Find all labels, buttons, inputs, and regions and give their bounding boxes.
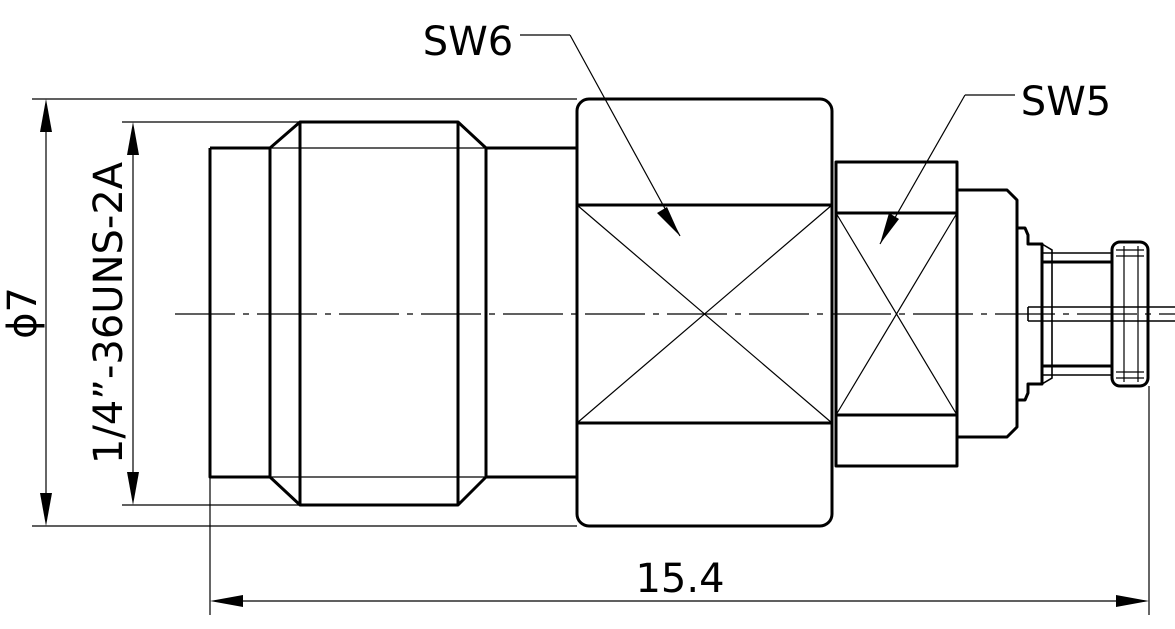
sw6-leader (520, 34, 681, 237)
length-label: 15.4 (635, 556, 724, 602)
threaded-section (208, 120, 578, 507)
sw5-label: SW5 (1021, 79, 1111, 125)
length-dimension (209, 386, 1150, 615)
thread-label: 1/4”-36UNS-2A (86, 161, 132, 464)
diameter-label: ϕ7 (0, 287, 46, 339)
sw5-leader (879, 94, 1015, 245)
diameter-dimension (32, 98, 577, 527)
hex-nut-sw6 (575, 97, 834, 528)
rear-pin (1027, 240, 1175, 388)
sw6-label: SW6 (423, 19, 513, 65)
thread-dimension (122, 121, 300, 506)
rear-body (955, 188, 1053, 439)
